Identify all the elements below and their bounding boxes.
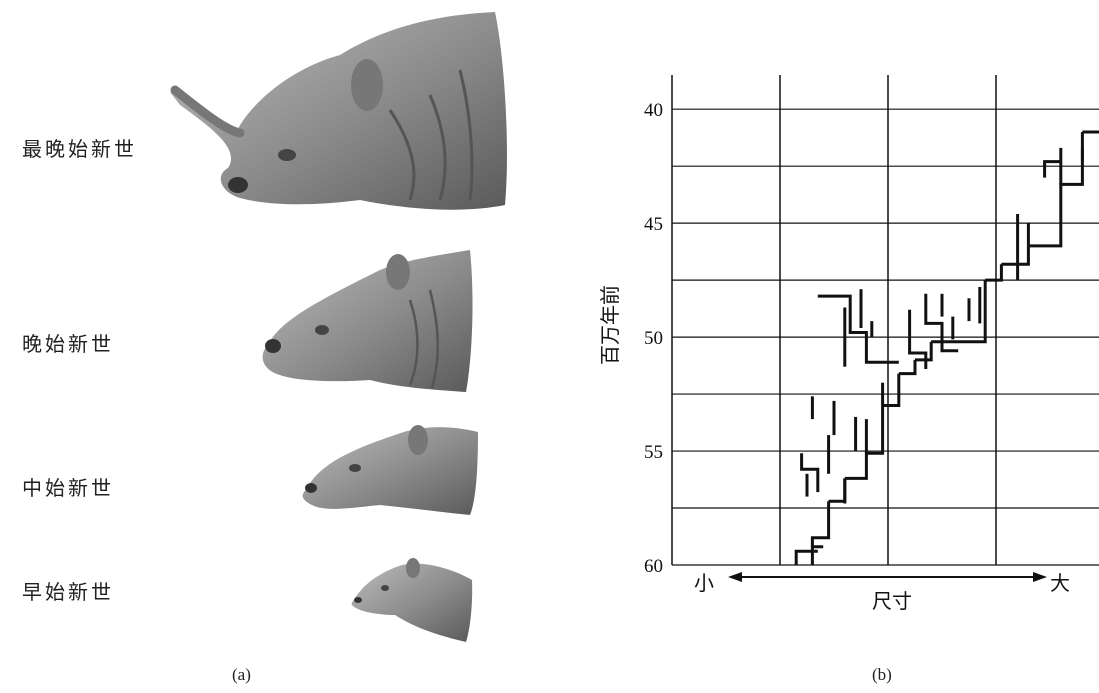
rhino-head-illustrations (170, 12, 507, 642)
latest-eocene-head-image (170, 12, 507, 210)
x-axis-large-label: 大 (1050, 571, 1070, 595)
chart-series (794, 130, 1099, 565)
lineage-branch-4 (844, 405, 885, 480)
lineage-branch-3 (828, 478, 847, 503)
x-axis-small-label: 小 (694, 571, 714, 595)
y-axis-label: 百万年前 (598, 285, 622, 365)
y-tick-labels: 40 45 50 55 60 (644, 100, 663, 577)
lineage-branch-0 (794, 549, 818, 565)
x-axis-label: 尺寸 (872, 589, 912, 613)
lineage-branch-33 (924, 293, 959, 353)
epoch-label-early-eocene: 早始新世 (22, 580, 114, 604)
late-eocene-head-image (262, 250, 473, 392)
x-axis-arrow-right (1033, 572, 1047, 582)
lineage-branch-5 (882, 373, 901, 407)
lineage-branch-9 (985, 264, 1003, 282)
epoch-label-middle-eocene: 中始新世 (22, 476, 114, 500)
y-tick-40: 40 (644, 100, 663, 121)
lineage-branch-8 (931, 280, 987, 344)
y-tick-50: 50 (644, 328, 663, 349)
lineage-branch-19 (800, 453, 820, 493)
panel-a-label: (a) (232, 665, 251, 684)
x-axis-arrow-left (728, 572, 742, 582)
panel-b-label: (b) (872, 665, 892, 684)
y-tick-60: 60 (644, 556, 663, 577)
chart-grid (671, 75, 1099, 566)
lineage-branch-32 (908, 309, 928, 369)
lineage-branch-6 (898, 359, 917, 376)
lineage-branch-2 (810, 501, 831, 547)
lineage-branch-28 (817, 294, 899, 364)
epoch-label-late-eocene: 晚始新世 (22, 332, 114, 356)
lineage-branch-15 (1043, 160, 1061, 167)
lineage-branch-11 (1028, 132, 1084, 248)
epoch-label-latest-eocene: 最晚始新世 (22, 137, 137, 161)
lineage-branch-1 (810, 545, 824, 565)
early-eocene-head-image (351, 558, 473, 642)
middle-eocene-head-image (302, 425, 478, 515)
lineage-branch-12 (1082, 130, 1099, 134)
y-tick-55: 55 (644, 442, 663, 463)
y-tick-45: 45 (644, 214, 663, 235)
lineage-branch-7 (915, 341, 933, 362)
lineage-branch-10 (1001, 245, 1030, 266)
